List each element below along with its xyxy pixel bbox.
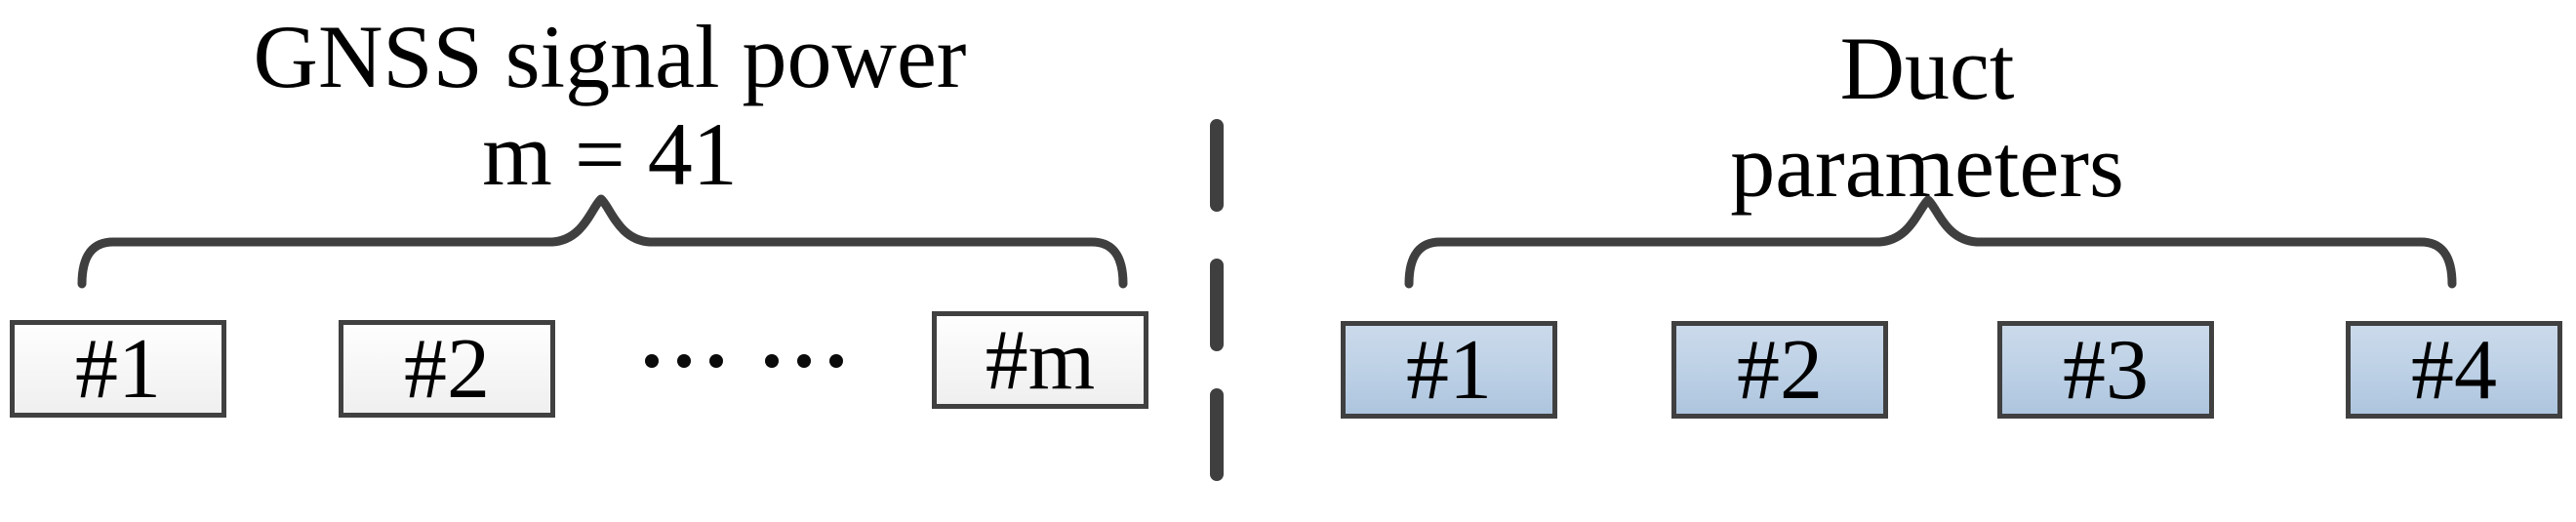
ellipsis-dots-icon [645,354,843,368]
dot-icon [765,354,779,368]
duct-param-box-2-label: #2 [1737,322,1823,418]
dot-icon [797,354,811,368]
duct-param-box-2: #2 [1671,321,1888,419]
duct-param-box-4-label: #4 [2411,322,2497,418]
ellipsis-dot-group-1 [645,354,723,368]
left-group-title-line2: m = 41 [482,104,738,204]
divider-dash [1210,259,1224,351]
duct-param-box-1-label: #1 [1406,322,1492,418]
divider-dash [1210,119,1224,212]
right-group-title: Duct parameters [1390,20,2464,215]
dot-icon [709,354,723,368]
gnss-feature-box-m: #m [932,311,1148,409]
gnss-feature-box-2: #2 [339,320,555,418]
duct-param-box-1: #1 [1341,321,1557,419]
gnss-feature-box-m-label: #m [985,312,1096,408]
duct-param-box-4: #4 [2346,321,2562,419]
right-group-title-line1: Duct [1839,19,2015,118]
gnss-feature-box-1: #1 [10,320,226,418]
right-group-title-line2: parameters [1730,116,2124,216]
gnss-feature-box-2-label: #2 [404,321,490,417]
duct-param-box-3: #3 [1997,321,2214,419]
dot-icon [677,354,691,368]
dot-icon [645,354,659,368]
left-group-title-line1: GNSS signal power [253,7,967,106]
gnss-feature-box-1-label: #1 [75,321,161,417]
left-curly-brace [77,194,1128,289]
divider-dash [1210,388,1224,481]
ellipsis-dot-group-2 [765,354,843,368]
left-group-title: GNSS signal power m = 41 [73,8,1147,203]
dot-icon [829,354,843,368]
duct-param-box-3-label: #3 [2063,322,2149,418]
